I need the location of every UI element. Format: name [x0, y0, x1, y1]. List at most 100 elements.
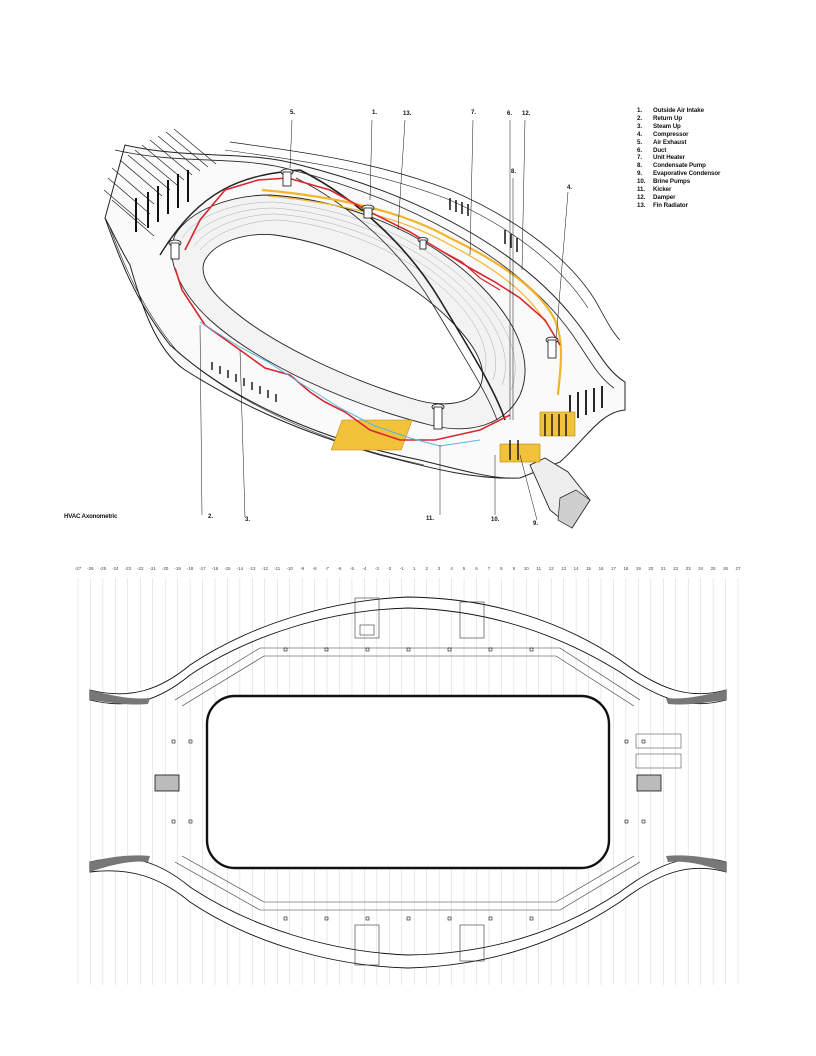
legend-item-number: 8. — [637, 162, 642, 170]
grid-label: 5 — [462, 566, 466, 571]
grid-label: 25 — [710, 566, 716, 571]
legend-item: 9. Evaporative Condensor — [637, 170, 720, 178]
plan-room-right-1 — [635, 733, 682, 749]
grid-label: -23 — [124, 566, 131, 571]
callout-13: 13. — [403, 111, 412, 117]
grid-label: -12 — [261, 566, 268, 571]
legend-item-number: 12. — [637, 193, 646, 201]
grid-label: 13 — [561, 566, 567, 571]
hvac-axonometric-drawing — [103, 119, 626, 529]
roof-arch-left — [159, 169, 301, 256]
plan-room-right-2 — [635, 753, 682, 769]
grid-label: -18 — [186, 566, 194, 571]
legend-item-label: Evaporative Condensor — [653, 170, 721, 178]
grid-label: -10 — [286, 566, 293, 571]
grid-label: 21 — [660, 566, 666, 571]
structural-fins-left — [103, 128, 217, 237]
legend-item-number: 9. — [637, 170, 642, 178]
callout-8: 8. — [511, 169, 517, 175]
grid-label: -16 — [211, 566, 219, 571]
callout-10: 10. — [491, 517, 500, 523]
legend-item-label: Brine Pumps — [653, 178, 691, 186]
grid-label: -9 — [300, 566, 305, 571]
callout-7: 7. — [471, 110, 477, 116]
grid-label: -25 — [99, 566, 107, 571]
legend-item-number: 11. — [637, 186, 645, 194]
legend-item-number: 13. — [637, 201, 646, 209]
grid-label: 2 — [425, 566, 428, 571]
plan-columns — [171, 647, 646, 921]
grid-label: -11 — [274, 566, 281, 571]
grid-label: 7 — [487, 566, 491, 571]
grid-label: -13 — [249, 566, 256, 571]
grid-label: -27 — [74, 566, 82, 571]
grid-label: 22 — [673, 566, 679, 571]
legend-item: 11. Kicker — [637, 186, 720, 194]
plan-grid-labels: -27-26-25-24-23-22-21-20-19-18-17-16-15-… — [0, 566, 816, 574]
grid-label: 20 — [648, 566, 654, 571]
grid-label: -7 — [325, 566, 329, 571]
callout-leader-lines — [199, 119, 569, 521]
legend-item: 12. Damper — [637, 194, 720, 202]
grid-label: -1 — [399, 566, 404, 571]
grid-label: -2 — [387, 566, 392, 571]
grid-label: 1 — [412, 566, 416, 571]
base-edge — [104, 217, 511, 479]
legend-item-label: Damper — [653, 193, 676, 201]
legend-item-label: Kicker — [653, 186, 672, 194]
grid-label: 23 — [685, 566, 691, 571]
legend-item-label: Compressor — [653, 130, 689, 138]
grid-label: 19 — [635, 566, 641, 571]
legend-item-label: Duct — [653, 146, 667, 154]
grid-label: -14 — [236, 566, 244, 571]
grid-label: -26 — [87, 566, 94, 571]
grid-label: 12 — [548, 566, 554, 571]
callout-2: 2. — [208, 514, 214, 520]
structural-posts-left — [135, 170, 189, 232]
legend-item-label: Fin Radiator — [653, 201, 688, 209]
roof-shell-rim-2 — [229, 141, 621, 341]
grid-label: -3 — [374, 566, 379, 571]
plan-shell-top — [89, 596, 727, 705]
legend-item-label: Air Exhaust — [653, 138, 687, 146]
legend-item: 10. Brine Pumps — [637, 178, 720, 186]
grid-label: -21 — [149, 566, 156, 571]
grid-label: 18 — [623, 566, 629, 571]
plan-ice-rink — [205, 694, 611, 870]
plan-service-block-left — [154, 774, 180, 792]
legend-item-number: 1. — [637, 107, 642, 114]
legend-item-label: Return Up — [653, 114, 683, 122]
window-band-lower — [211, 362, 277, 402]
air-duct-red-branch — [439, 249, 501, 291]
floor-plan-drawing — [77, 578, 739, 985]
callout-11: 11. — [426, 516, 435, 522]
grid-label: 15 — [586, 566, 592, 571]
grid-label: 8 — [500, 566, 503, 571]
plan-concourse-bottom-2 — [181, 855, 635, 903]
grid-label: -24 — [112, 566, 119, 571]
air-exhaust-fan — [168, 168, 559, 430]
callout-6: 6. — [507, 111, 513, 117]
ice-rink — [202, 234, 483, 405]
grid-label: 26 — [723, 566, 728, 571]
callout-9: 9. — [533, 521, 539, 527]
legend-item-number: 5. — [637, 138, 642, 146]
seating-rows — [181, 201, 516, 391]
grid-label: -15 — [224, 566, 231, 571]
plan-service-block-right — [636, 774, 662, 792]
legend-item-number: 3. — [637, 122, 642, 130]
plan-hatch-right-bottom — [666, 855, 726, 872]
legend-item: 7.Unit Heater — [637, 154, 720, 162]
callout-3: 3. — [245, 517, 251, 523]
grid-label: -6 — [337, 566, 342, 571]
legend-item: 5. Air Exhaust — [637, 139, 720, 147]
grid-label: 6 — [475, 566, 478, 571]
plan-hatch-left-bottom — [90, 855, 150, 872]
grid-label: 27 — [735, 566, 741, 571]
legend-item-number: 10. — [637, 178, 646, 186]
grid-label: -8 — [312, 566, 317, 571]
grid-label: 14 — [573, 566, 579, 571]
steam-pipe-blue — [199, 321, 481, 447]
legend-item: 2.Return Up — [637, 115, 720, 123]
